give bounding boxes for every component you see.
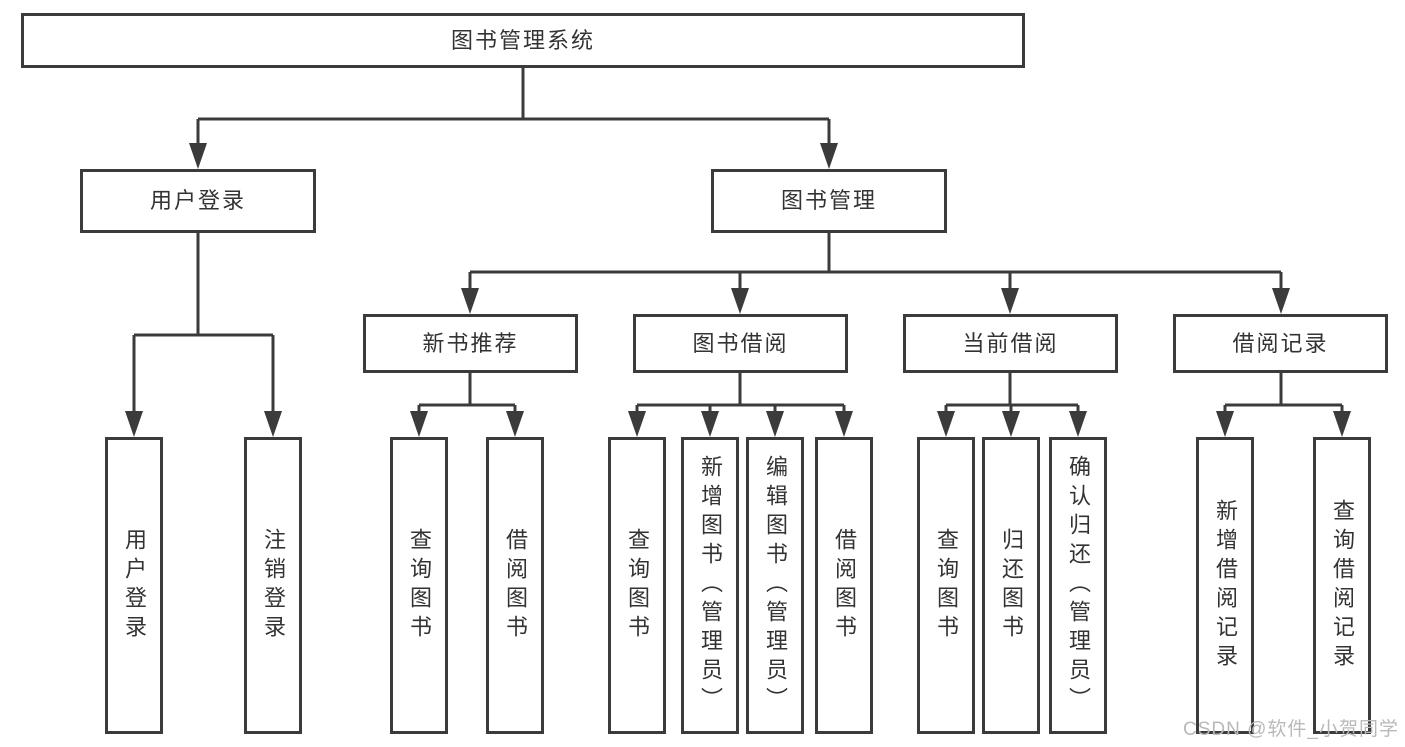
leaf-user-login: 用户登录	[105, 437, 163, 734]
leaf-records-query-record-label: 查询借阅记录	[1330, 498, 1355, 673]
node-root-label: 图书管理系统	[450, 27, 595, 53]
leaf-borrow-borrow-books: 借阅图书	[815, 437, 873, 734]
node-borrow-records: 借阅记录	[1173, 314, 1388, 373]
leaf-borrow-edit-books-admin-label: 编辑图书（管理员）	[763, 455, 788, 716]
leaf-current-confirm-return-admin: 确认归还（管理员）	[1049, 437, 1107, 734]
node-new-book-recommend-label: 新书推荐	[422, 330, 519, 356]
leaf-newbook-query-books-label: 查询图书	[407, 527, 432, 644]
leaf-borrow-add-books-admin: 新增图书（管理员）	[681, 437, 739, 734]
node-user-login: 用户登录	[80, 169, 316, 233]
leaf-current-query-books: 查询图书	[917, 437, 975, 734]
node-current-borrow-label: 当前借阅	[962, 330, 1059, 356]
leaf-logout-label: 注销登录	[261, 527, 286, 644]
leaf-newbook-borrow-books: 借阅图书	[486, 437, 544, 734]
leaf-borrow-query-books: 查询图书	[608, 437, 666, 734]
leaf-borrow-query-books-label: 查询图书	[625, 527, 650, 644]
leaf-records-add-record-label: 新增借阅记录	[1213, 498, 1238, 673]
watermark: CSDN @软件_小贺同学	[1183, 719, 1399, 740]
node-user-login-label: 用户登录	[149, 188, 246, 213]
leaf-logout: 注销登录	[244, 437, 302, 734]
leaf-newbook-borrow-books-label: 借阅图书	[503, 527, 528, 644]
leaf-borrow-edit-books-admin: 编辑图书（管理员）	[746, 437, 804, 734]
node-book-management-label: 图书管理	[780, 188, 877, 213]
leaf-user-login-label: 用户登录	[122, 527, 147, 644]
node-book-management: 图书管理	[711, 169, 947, 233]
leaf-records-add-record: 新增借阅记录	[1196, 437, 1254, 734]
node-root: 图书管理系统	[21, 13, 1025, 68]
node-book-borrow-label: 图书借阅	[692, 330, 789, 356]
leaf-borrow-add-books-admin-label: 新增图书（管理员）	[698, 455, 723, 716]
leaf-records-query-record: 查询借阅记录	[1313, 437, 1371, 734]
leaf-current-return-books-label: 归还图书	[999, 527, 1024, 644]
node-current-borrow: 当前借阅	[903, 314, 1118, 373]
node-borrow-records-label: 借阅记录	[1232, 330, 1329, 356]
leaf-newbook-query-books: 查询图书	[390, 437, 448, 734]
node-new-book-recommend: 新书推荐	[363, 314, 578, 373]
leaf-current-query-books-label: 查询图书	[934, 527, 959, 644]
node-book-borrow: 图书借阅	[633, 314, 848, 373]
leaf-borrow-borrow-books-label: 借阅图书	[832, 527, 857, 644]
leaf-current-return-books: 归还图书	[982, 437, 1040, 734]
leaf-current-confirm-return-admin-label: 确认归还（管理员）	[1066, 455, 1091, 716]
